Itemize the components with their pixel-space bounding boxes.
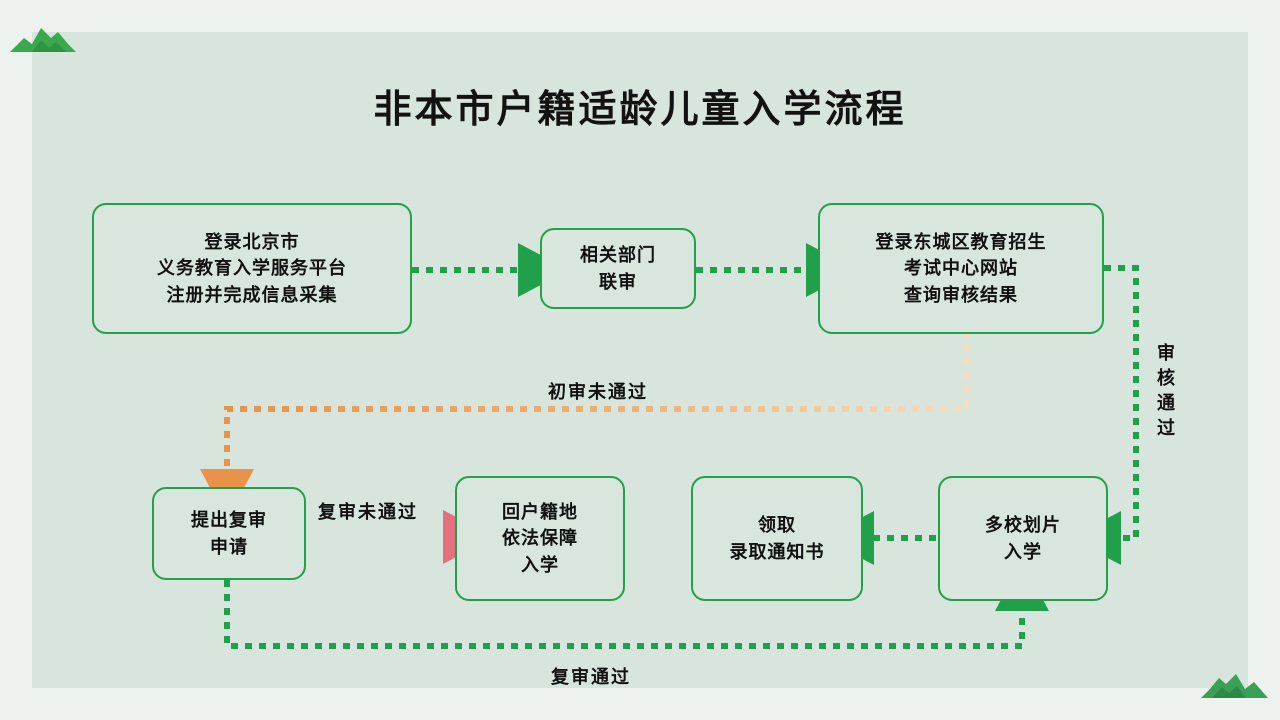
node-line: 联审 [599, 271, 637, 292]
node-line: 入学 [1004, 541, 1042, 562]
edge-n3-n7 [1070, 265, 1139, 565]
node-line: 录取通知书 [729, 541, 825, 562]
node-line: 相关部门 [580, 245, 656, 266]
node-register-platform[interactable]: 登录北京市 义务教育入学服务平台 注册并完成信息采集 [92, 203, 412, 334]
node-apply-reexamination[interactable]: 提出复审 申请 [152, 487, 306, 580]
edge-label-second-review-passed: 复审通过 [551, 667, 631, 687]
edge-n4-n7 [224, 560, 1049, 649]
node-line: 申请 [210, 536, 248, 557]
node-line: 义务教育入学服务平台 [157, 258, 347, 279]
mountain-bottom-right-icon [1198, 662, 1270, 704]
node-line: 依法保障 [502, 528, 578, 549]
edge-label-review-passed: 审核通过 [1155, 343, 1175, 443]
node-return-hometown[interactable]: 回户籍地 依法保障 入学 [455, 476, 625, 601]
node-receive-admission-letter[interactable]: 领取 录取通知书 [691, 476, 863, 601]
node-line: 多校划片 [985, 515, 1061, 536]
node-multi-school-zoning[interactable]: 多校划片 入学 [938, 476, 1108, 601]
node-line: 查询审核结果 [904, 284, 1018, 305]
node-joint-review[interactable]: 相关部门 联审 [540, 228, 696, 309]
node-line: 提出复审 [191, 510, 267, 531]
edge-label-first-review-failed: 初审未通过 [548, 382, 648, 402]
node-line: 领取 [758, 515, 796, 536]
node-line: 登录北京市 [204, 232, 300, 253]
edge-n3-n4 [200, 330, 969, 520]
edge-label-second-review-failed: 复审未通过 [318, 502, 418, 522]
node-line: 注册并完成信息采集 [166, 284, 338, 305]
node-line: 入学 [521, 554, 559, 575]
node-line: 登录东城区教育招生 [875, 232, 1047, 253]
mountain-top-left-icon [8, 18, 78, 58]
node-line: 回户籍地 [502, 502, 578, 523]
node-check-result[interactable]: 登录东城区教育招生 考试中心网站 查询审核结果 [818, 203, 1104, 334]
page-title: 非本市户籍适龄儿童入学流程 [373, 89, 907, 131]
node-line: 考试中心网站 [904, 258, 1018, 279]
